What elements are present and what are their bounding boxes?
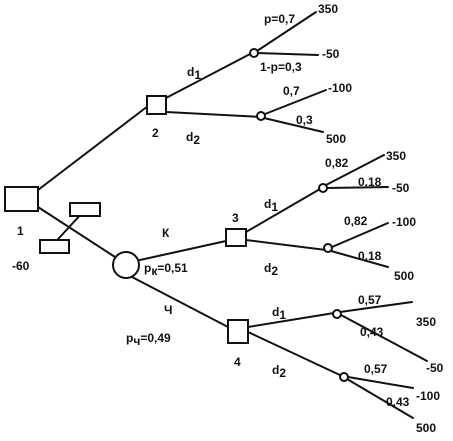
decision-node-3 bbox=[225, 228, 247, 247]
cost-label: -60 bbox=[12, 259, 30, 273]
payoff-a4: 500 bbox=[326, 132, 346, 146]
edge-4-chance-c2 bbox=[247, 331, 343, 377]
payoff-b3: -100 bbox=[392, 215, 416, 229]
edge-3-chance-b2 bbox=[245, 239, 327, 251]
payoff-a3: -100 bbox=[328, 81, 352, 95]
edge-2-chance-a2 bbox=[165, 111, 263, 118]
prob-ch-label: pч=0,49 bbox=[126, 331, 171, 348]
edge-2-chance-a1 bbox=[165, 52, 253, 99]
edge-b2-minus100 bbox=[331, 222, 389, 248]
node-label-1: 1 bbox=[17, 224, 24, 238]
decision-label-4-d2: d2 bbox=[272, 363, 286, 380]
prob-c1-q: 0,43 bbox=[360, 325, 384, 339]
payoff-c4: 500 bbox=[416, 421, 436, 435]
decision-node-1 bbox=[4, 186, 39, 212]
chance-node-c2 bbox=[339, 372, 349, 382]
branch-label-k: К bbox=[162, 226, 170, 240]
prob-c2-p: 0,57 bbox=[364, 362, 388, 376]
prob-c2-q: 0,43 bbox=[386, 395, 410, 409]
chance-node-b1 bbox=[318, 183, 328, 193]
node-label-3: 3 bbox=[232, 211, 239, 225]
payoff-a1: 350 bbox=[318, 2, 338, 16]
edge-b1-minus50 bbox=[326, 186, 389, 189]
edge-a1-350 bbox=[256, 11, 317, 52]
branch-label-ch: Ч bbox=[164, 303, 172, 317]
edge-a1-minus50 bbox=[256, 52, 319, 56]
edge-c2-500 bbox=[346, 378, 414, 419]
edge-b1-350 bbox=[325, 154, 385, 186]
node-label-4: 4 bbox=[234, 355, 241, 369]
decision-label-2-d2: d2 bbox=[186, 130, 200, 147]
decision-label-4-d1: d1 bbox=[272, 305, 286, 322]
edge-3-chance-b1 bbox=[245, 188, 321, 233]
prob-a2-q: 0,3 bbox=[296, 113, 313, 127]
prob-c1-p: 0,57 bbox=[358, 293, 382, 307]
chance-node-b2 bbox=[323, 243, 333, 253]
node-label-2: 2 bbox=[152, 126, 159, 140]
prob-b2-q: 0,18 bbox=[358, 249, 382, 263]
prob-k-label: pк=0,51 bbox=[144, 261, 188, 278]
edge-1-2 bbox=[37, 105, 149, 191]
edge-1-survey bbox=[37, 206, 116, 258]
chance-node-a1 bbox=[249, 48, 259, 58]
decision-label-2-d1: d1 bbox=[187, 65, 201, 82]
decision-label-3-d2: d2 bbox=[264, 261, 278, 278]
payoff-c3: -100 bbox=[416, 389, 440, 403]
payoff-b1: 350 bbox=[386, 149, 406, 163]
edge-a2-500 bbox=[263, 117, 324, 133]
tree-edges bbox=[37, 11, 428, 419]
payoff-b4: 500 bbox=[394, 269, 414, 283]
edge-b2-500 bbox=[330, 250, 389, 268]
payoff-a2: -50 bbox=[322, 47, 340, 61]
decision-node-2 bbox=[146, 95, 167, 115]
edge-c2-minus100 bbox=[347, 376, 414, 389]
chance-node-a2 bbox=[256, 111, 266, 121]
survey-chance-node bbox=[112, 251, 140, 279]
payoff-b2: -50 bbox=[392, 181, 410, 195]
chance-node-c1 bbox=[332, 309, 342, 319]
prob-a2-p: 0,7 bbox=[283, 84, 300, 98]
edge-survey-4 bbox=[131, 276, 229, 328]
payoff-c2: -50 bbox=[426, 361, 444, 375]
cost-marker-upper bbox=[69, 202, 101, 217]
edge-4-chance-c1 bbox=[247, 312, 335, 328]
edge-survey-3 bbox=[139, 240, 227, 261]
edge-a2-minus100 bbox=[264, 89, 327, 115]
prob-b2-p: 0,82 bbox=[344, 214, 368, 228]
prob-a1-p: p=0,7 bbox=[264, 12, 295, 26]
decision-node-4 bbox=[227, 319, 249, 344]
decision-label-3-d1: d1 bbox=[264, 197, 278, 214]
prob-b1-q: 0,18 bbox=[358, 175, 382, 189]
edge-c1-minus50 bbox=[340, 314, 428, 362]
payoff-c1: 350 bbox=[416, 315, 436, 329]
prob-a1-q: 1-p=0,3 bbox=[260, 60, 302, 74]
prob-b1-p: 0,82 bbox=[325, 156, 349, 170]
edge-c1-350 bbox=[339, 301, 413, 313]
cost-marker-lower bbox=[39, 239, 70, 254]
